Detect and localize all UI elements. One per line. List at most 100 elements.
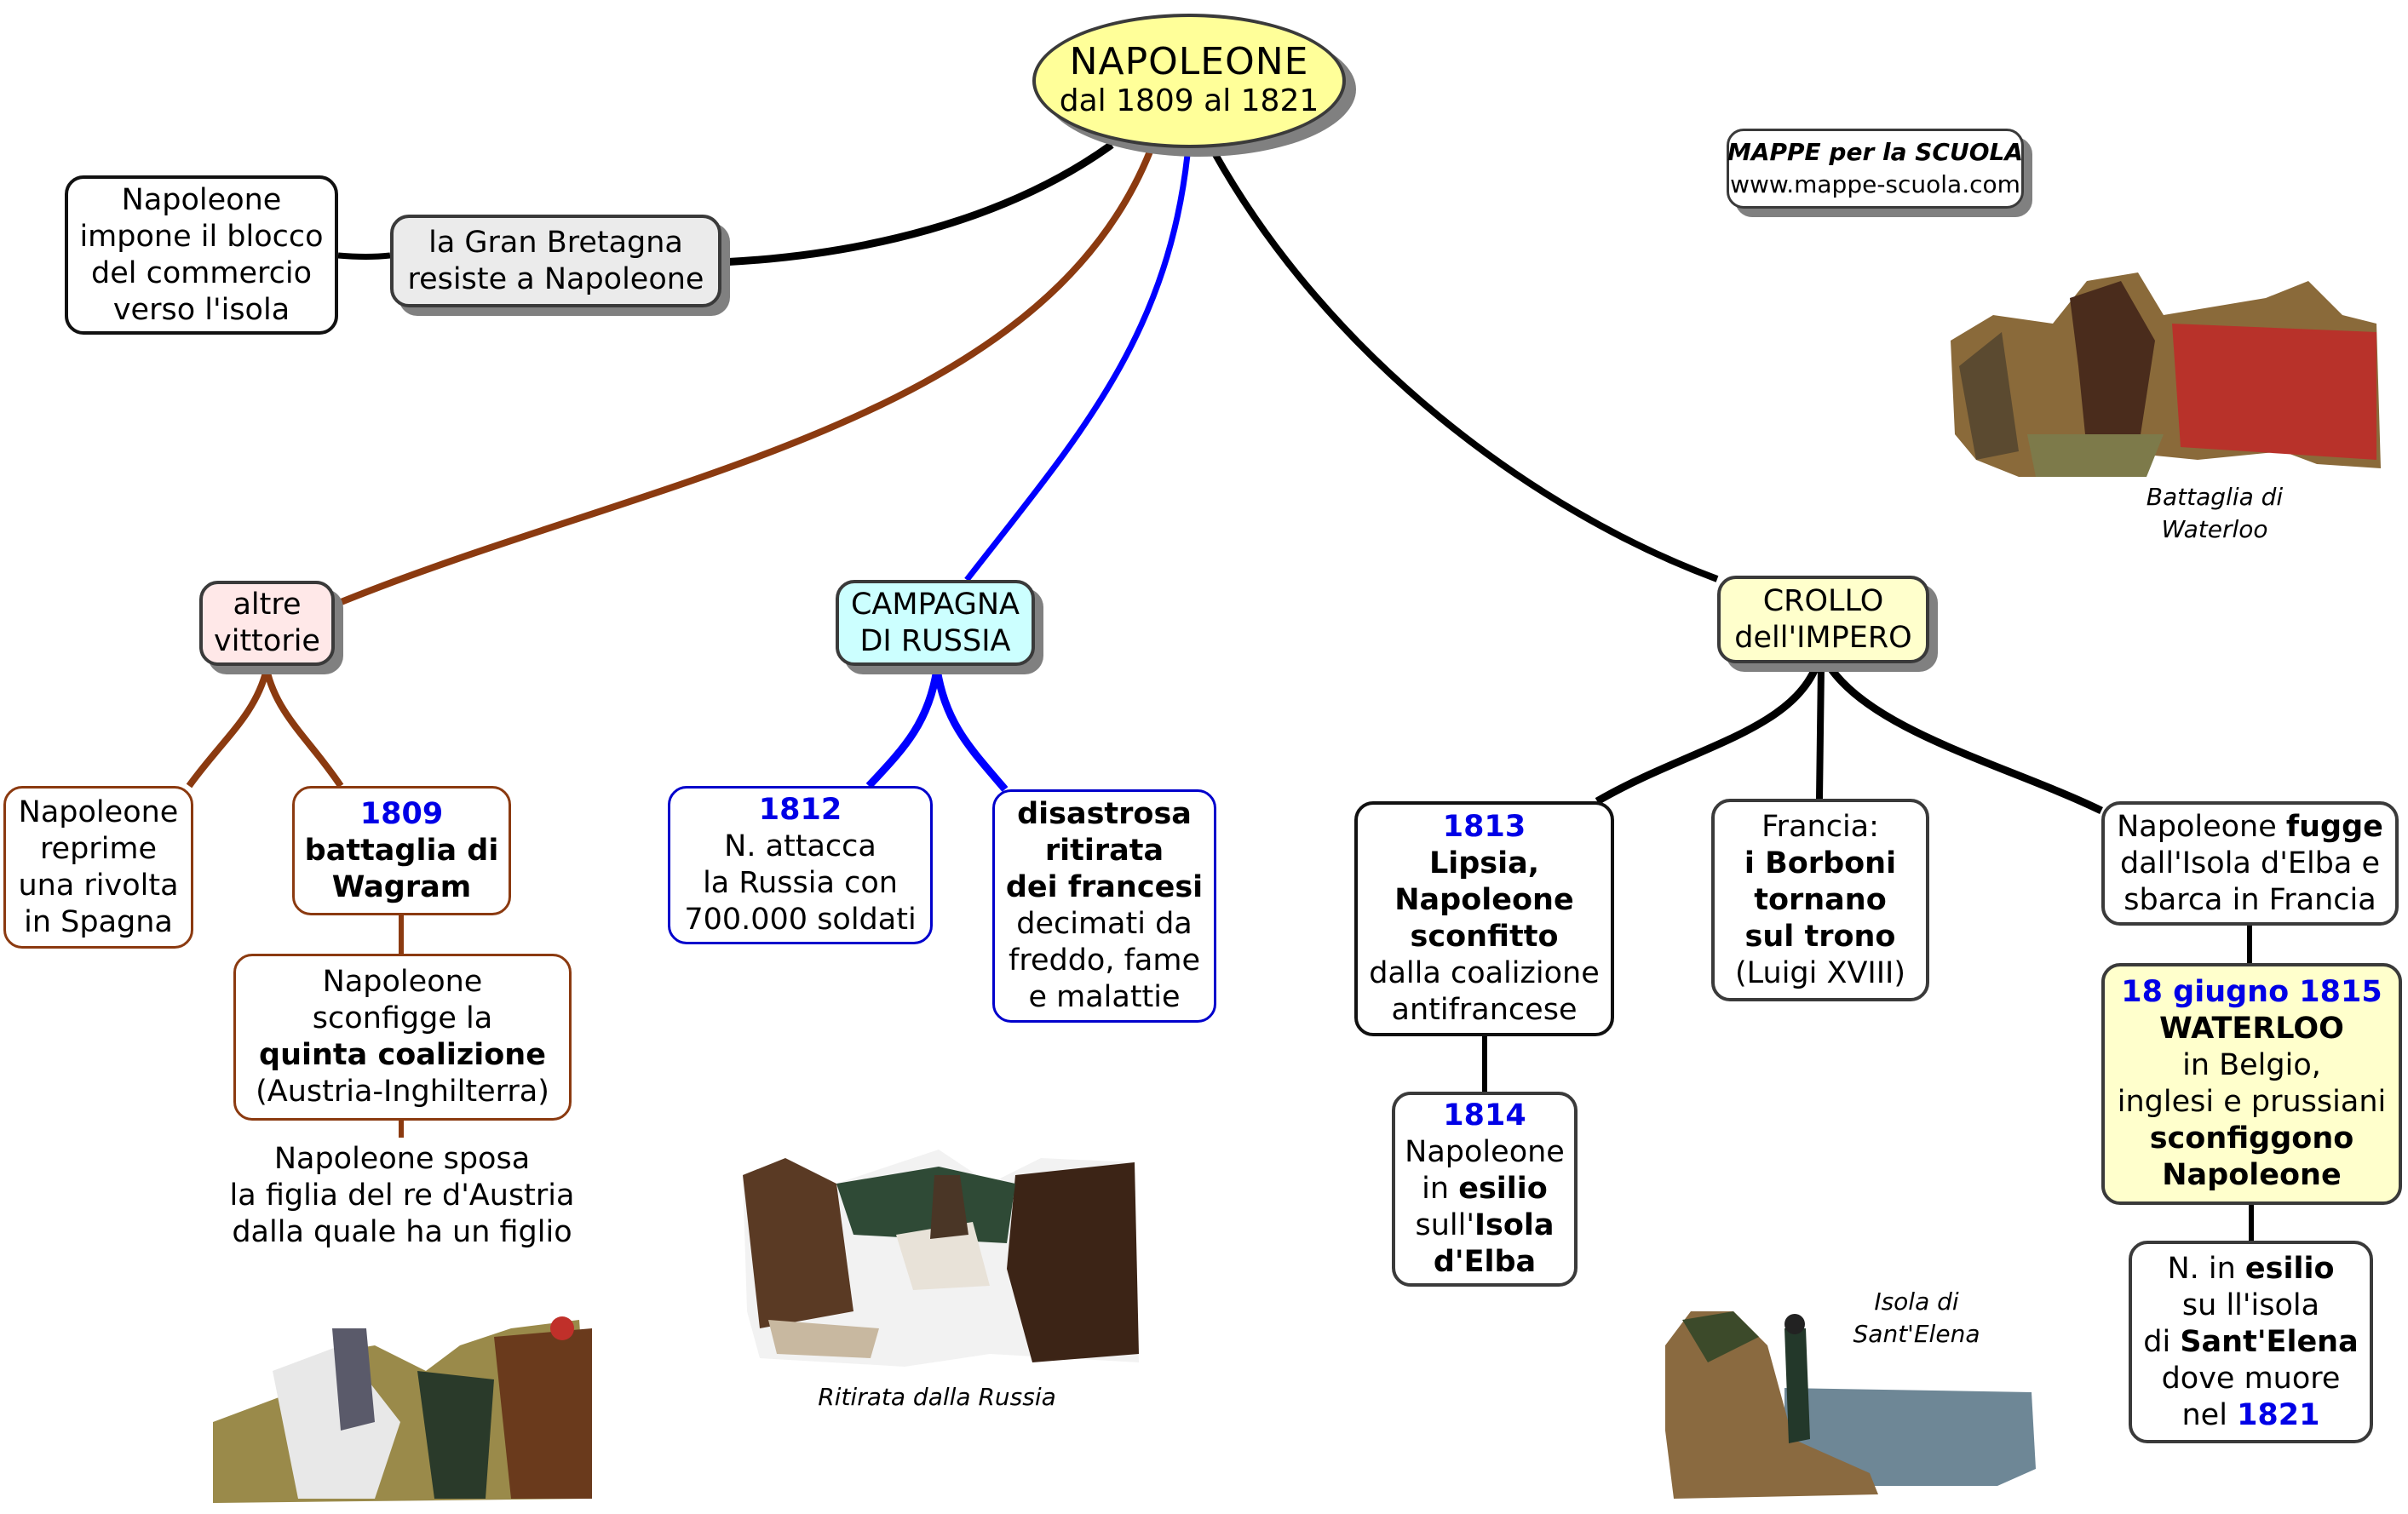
node-line: Napoleone: [1394, 883, 1574, 917]
elba-exile-node[interactable]: 1814 Napoleone in esilio sull'Isola d'El…: [1392, 1092, 1578, 1287]
link-center-fall: [1210, 150, 1719, 582]
text-run: di: [2143, 1324, 2181, 1359]
brand-name: MAPPE per la SCUOLA: [1727, 138, 2024, 166]
text-run: Isola: [1474, 1208, 1555, 1242]
node-line: dei francesi: [1005, 870, 1204, 904]
brand-url: www.mappe-scuola.com: [1730, 170, 2020, 198]
russia-campaign-node[interactable]: CAMPAGNA DI RUSSIA: [836, 580, 1035, 666]
spain-revolt-node[interactable]: Napoleone reprime una rivolta in Spagna: [3, 786, 193, 949]
bourbons-node[interactable]: Francia: i Borboni tornano sul trono (Lu…: [1711, 799, 1929, 1001]
caption-line: Isola di: [1874, 1287, 1959, 1316]
node-line: battaglia di: [304, 833, 499, 868]
node-line: disastrosa: [1017, 797, 1192, 831]
text-line: dalla quale ha un figlio: [232, 1215, 572, 1249]
brand-box[interactable]: MAPPE per la SCUOLA www.mappe-scuola.com: [1727, 129, 2024, 209]
russia-attack-node[interactable]: 1812 N. attacca la Russia con 700.000 so…: [668, 786, 933, 944]
caption-line: Sant'Elena: [1853, 1320, 1980, 1348]
wagram-battle-painting: [213, 1316, 592, 1503]
central-topic-title: NAPOLEONE: [1069, 40, 1309, 83]
text-run: Napoleone: [2117, 809, 2286, 844]
node-line: Napoleone fugge: [2117, 809, 2383, 846]
node-line: sconfigge la: [312, 1001, 493, 1035]
node-line: quinta coalizione: [259, 1038, 546, 1072]
node-line: vittorie: [214, 624, 320, 658]
node-line: sul trono: [1744, 919, 1896, 954]
text-line: la figlia del re d'Austria: [229, 1179, 575, 1213]
link-center-russia: [964, 154, 1191, 582]
russia-retreat-caption: Ritirata dalla Russia: [818, 1383, 1056, 1411]
node-line: WATERLOO: [2159, 1012, 2344, 1046]
node-line: Lipsia,: [1428, 846, 1540, 880]
link-center-victories: [333, 150, 1153, 608]
date-label: 18 giugno 1815: [2121, 975, 2382, 1009]
node-line: decimati da: [1016, 907, 1193, 941]
fifth-coalition-node[interactable]: Napoleone sconfigge la quinta coalizione…: [233, 954, 572, 1121]
other-victories-node[interactable]: altre vittorie: [199, 581, 335, 666]
text-run: esilio: [1458, 1172, 1548, 1206]
link-russia-attack: [865, 668, 941, 789]
text-run: fugge: [2285, 809, 2383, 844]
date-label: 1813: [1442, 810, 1526, 844]
node-line: nel 1821: [2182, 1397, 2320, 1434]
wagram-node[interactable]: 1809 battaglia di Wagram: [292, 786, 511, 915]
node-line: dell'IMPERO: [1734, 620, 1912, 655]
link-gb-blocco: [337, 252, 391, 260]
waterloo-node[interactable]: 18 giugno 1815 WATERLOO in Belgio, ingle…: [2101, 963, 2402, 1205]
st-helena-painting: [1665, 1311, 2036, 1499]
node-line: una rivolta: [18, 868, 179, 903]
marriage-text: Napoleone sposa la figlia del re d'Austr…: [189, 1141, 615, 1251]
text-run: in: [1422, 1172, 1459, 1206]
node-line: Napoleone: [2162, 1158, 2342, 1192]
leipzig-node[interactable]: 1813 Lipsia, Napoleone sconfitto dalla c…: [1354, 801, 1614, 1036]
node-line: e malattie: [1028, 980, 1181, 1014]
node-line: N. attacca: [724, 829, 876, 863]
link-fall-leipzig: [1595, 665, 1820, 805]
caption-line: Waterloo: [2161, 515, 2268, 543]
node-line: sull'Isola: [1415, 1207, 1554, 1244]
node-line: (Austria-Inghilterra): [256, 1075, 549, 1109]
node-line: reprime: [39, 831, 158, 866]
text-run: Sant'Elena: [2180, 1324, 2359, 1359]
link-victories-wagram: [263, 668, 344, 789]
node-line: in esilio: [1422, 1171, 1548, 1207]
text-run: 1821: [2237, 1397, 2320, 1432]
node-line: 700.000 soldati: [684, 903, 917, 937]
node-line: dove muore: [2161, 1361, 2341, 1396]
node-line: tornano: [1754, 882, 1887, 917]
node-line: del commercio: [91, 255, 312, 290]
link-fall-bourbons: [1816, 666, 1825, 800]
node-line: resiste a Napoleone: [407, 261, 704, 296]
text-line: Napoleone sposa: [273, 1142, 531, 1176]
elba-escape-node[interactable]: Napoleone fugge dall'Isola d'Elba e sbar…: [2101, 801, 2399, 926]
node-line: N. in esilio: [2167, 1251, 2334, 1287]
empire-fall-node[interactable]: CROLLO dell'IMPERO: [1717, 576, 1929, 663]
node-line: la Russia con: [703, 866, 898, 900]
text-run: nel: [2181, 1397, 2238, 1432]
node-line: (Luigi XVIII): [1734, 955, 1906, 990]
link-victories-spain: [186, 668, 270, 789]
date-label: 1809: [359, 796, 444, 831]
node-line: sconfiggono: [2149, 1121, 2354, 1156]
gb-resists-node[interactable]: la Gran Bretagna resiste a Napoleone: [390, 215, 721, 307]
node-line: Napoleone: [322, 965, 483, 999]
node-line: CAMPAGNA: [850, 587, 1020, 622]
node-line: CROLLO: [1762, 583, 1884, 618]
node-line: impone il blocco: [79, 219, 324, 254]
waterloo-battle-painting: [1951, 272, 2381, 477]
node-line: dalla coalizione: [1369, 956, 1600, 990]
link-russia-retreat: [933, 668, 1009, 792]
blockade-node[interactable]: Napoleone impone il blocco del commercio…: [65, 175, 338, 335]
central-topic-node[interactable]: NAPOLEONE dal 1809 al 1821: [1032, 14, 1346, 148]
node-line: di Sant'Elena: [2143, 1324, 2358, 1361]
text-run: esilio: [2244, 1251, 2335, 1286]
st-helena-exile-node[interactable]: N. in esilio su ll'isola di Sant'Elena d…: [2129, 1241, 2373, 1443]
node-line: i Borboni: [1744, 846, 1897, 880]
st-helena-caption: Isola di Sant'Elena: [1831, 1286, 2002, 1351]
node-line: altre: [233, 588, 302, 622]
node-line: Napoleone: [121, 182, 282, 217]
node-line: DI RUSSIA: [859, 623, 1011, 658]
russia-retreat-node[interactable]: disastrosa ritirata dei francesi decimat…: [992, 789, 1216, 1023]
node-line: ritirata: [1044, 834, 1164, 868]
node-line: in Belgio,: [2182, 1048, 2321, 1082]
